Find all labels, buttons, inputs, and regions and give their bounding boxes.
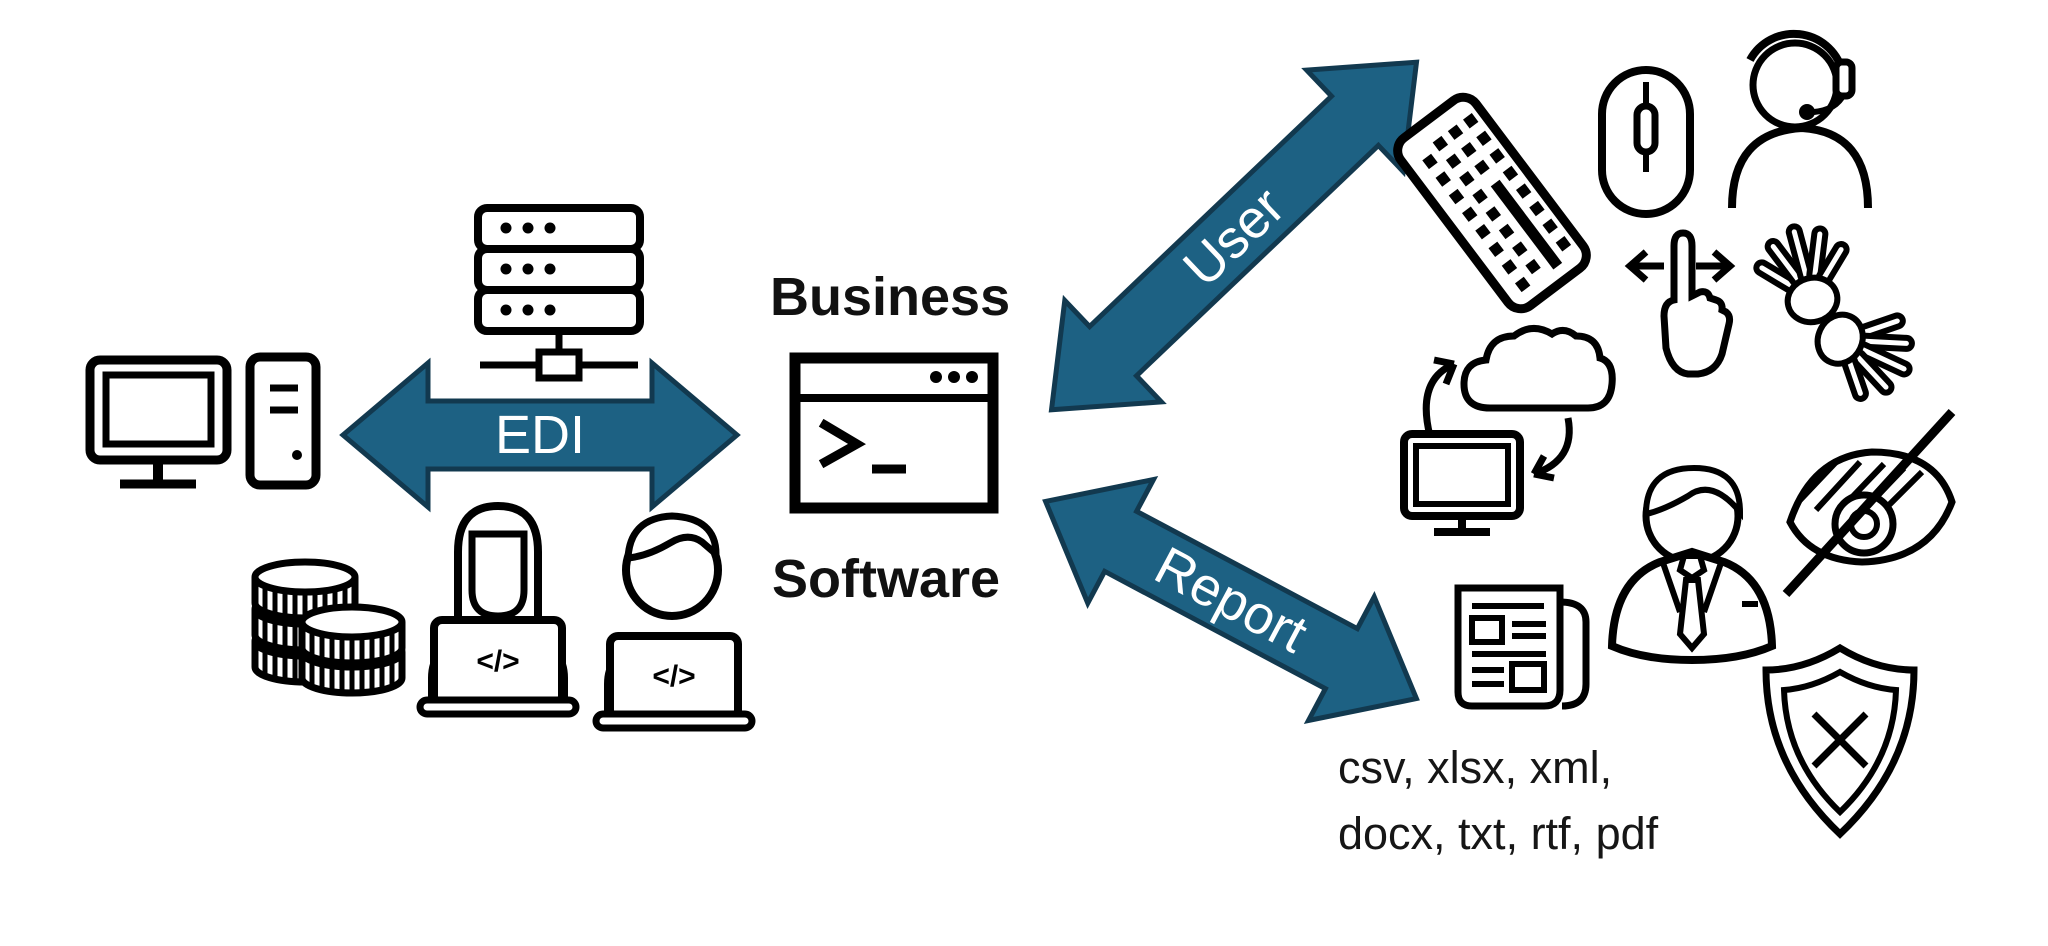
software-label: Software	[772, 549, 1001, 609]
terminal-window-icon	[789, 352, 999, 514]
coin-stacks-icon	[255, 562, 402, 693]
woman-developer-icon	[416, 501, 580, 718]
laptop-code-glyph: </>	[476, 645, 520, 678]
keyboard-icon	[1393, 92, 1591, 314]
mouse-icon	[1598, 66, 1694, 218]
user-arrow	[1048, 59, 1420, 413]
edi-arrow-label: EDI	[494, 405, 586, 465]
file-formats-line1: csv, xlsx, xml,	[1338, 742, 1613, 793]
laptop-code-glyph: </>	[652, 660, 696, 693]
swipe-gesture-hand-icon	[1624, 229, 1736, 378]
man-developer-icon	[592, 512, 756, 732]
report-arrow	[1042, 476, 1420, 724]
edi-arrow	[339, 357, 741, 513]
desktop-computer-icon	[85, 355, 232, 489]
server-icon	[474, 204, 644, 382]
sign-language-hands-icon	[1753, 223, 1915, 402]
business-label: Business	[770, 267, 1011, 327]
businessman-icon	[1607, 464, 1777, 665]
terminal-prompt-glyph	[818, 418, 906, 474]
report-document-icon	[1454, 584, 1590, 710]
file-formats-line2: docx, txt, rtf, pdf	[1338, 808, 1659, 859]
support-agent-headset-icon	[1728, 29, 1872, 209]
cloud-sync-monitor-icon	[1400, 325, 1616, 536]
shield-x-icon	[1762, 643, 1918, 839]
pc-tower-icon	[245, 352, 321, 490]
hidden-eye-icon	[1782, 408, 1956, 598]
